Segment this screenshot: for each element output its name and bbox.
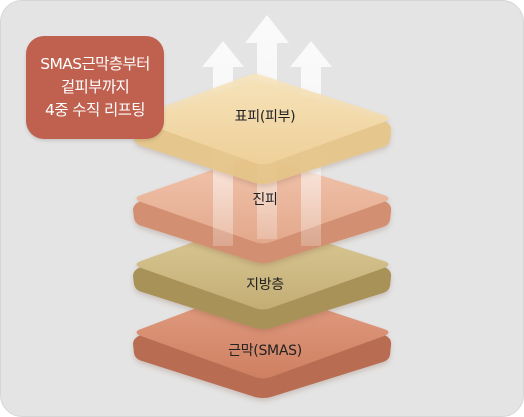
badge-line-2: 겉피부까지 — [60, 78, 130, 96]
smas-label: 근막(SMAS) — [228, 343, 302, 359]
dermis-label: 진피 — [252, 192, 278, 208]
badge-line-1: SMAS근막층부터 — [40, 55, 150, 73]
badge-line-3: 4중 수직 리프팅 — [45, 101, 145, 119]
fat-label: 지방층 — [246, 277, 284, 293]
epidermis-layer — [133, 73, 392, 184]
epidermis-label: 표피(피부) — [234, 109, 296, 125]
lifting-badge: SMAS근막층부터 겉피부까지 4중 수직 리프팅 — [26, 36, 164, 139]
